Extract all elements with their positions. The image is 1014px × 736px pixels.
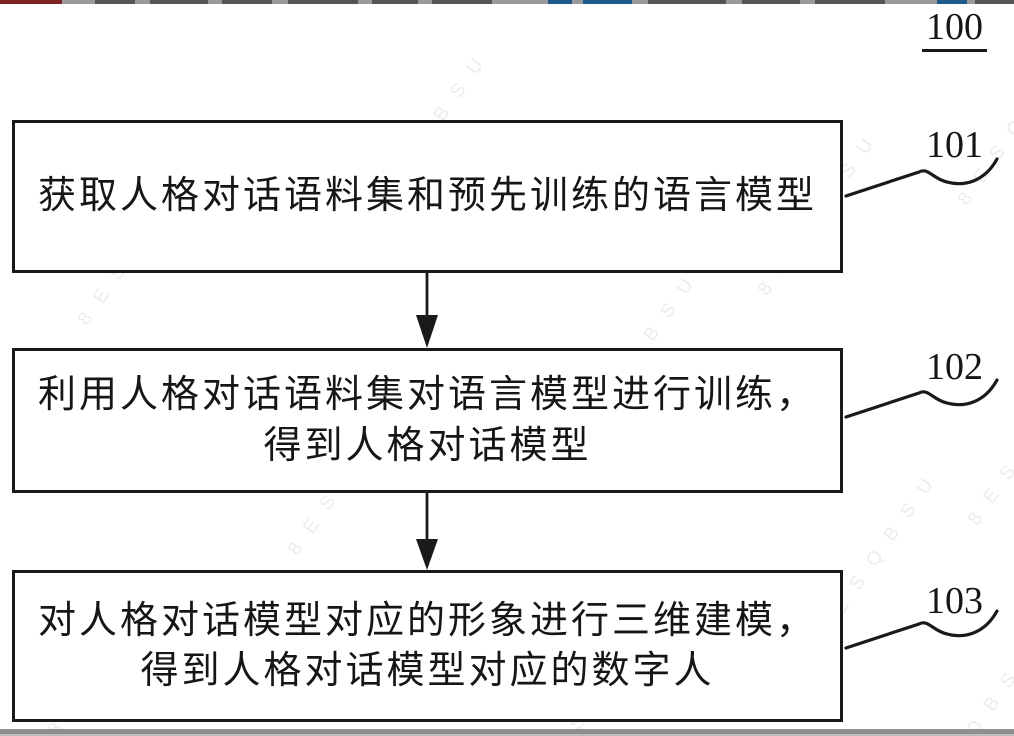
ref-label-101: 101 [926, 124, 983, 166]
strip-segment [742, 0, 800, 4]
bottom-cropped-bar [0, 729, 1014, 734]
leader-squiggle [844, 378, 999, 419]
strip-segment [975, 0, 1014, 4]
strip-segment [372, 0, 418, 4]
ref-label-103: 103 [926, 580, 983, 622]
bottom-cropped-bar-light [0, 734, 1014, 736]
leader-line-102 [844, 378, 999, 419]
strip-segment [548, 0, 572, 4]
strip-segment [150, 0, 208, 4]
strip-segment [432, 0, 492, 4]
strip-segment [815, 0, 885, 4]
strip-segment [937, 0, 967, 4]
strip-segment [222, 0, 272, 4]
down-arrow-1 [416, 272, 438, 348]
top-cropped-toolbar-strip [0, 0, 1014, 4]
figure-number: 100 [922, 8, 987, 52]
down-arrow-2 [416, 492, 438, 570]
leader-line-103 [844, 609, 999, 650]
flow-box-103-text-line1: 对人格对话模型对应的形象进行三维建模， [37, 599, 817, 642]
flow-box-102-text-line2: 得到人格对话模型 [263, 424, 592, 467]
flow-box-103: 对人格对话模型对应的形象进行三维建模， 得到人格对话模型对应的数字人 [12, 570, 843, 722]
strip-segment [583, 0, 632, 4]
arrow-head [416, 539, 438, 570]
strip-segment [648, 0, 726, 4]
leader-squiggle [844, 157, 999, 198]
strip-segment [288, 0, 358, 4]
strip-segment [95, 0, 135, 4]
arrow-head [416, 315, 438, 348]
flow-box-102: 利用人格对话语料集对语言模型进行训练， 得到人格对话模型 [12, 348, 843, 493]
ref-label-102: 102 [926, 346, 983, 388]
flow-box-101-text: 获取人格对话语料集和预先训练的语言模型 [37, 175, 817, 218]
leader-squiggle [844, 609, 999, 650]
flow-box-102-text-line1: 利用人格对话语料集对语言模型进行训练， [37, 374, 817, 417]
leader-line-101 [844, 157, 999, 198]
flow-box-103-text-line2: 得到人格对话模型对应的数字人 [140, 650, 715, 692]
flow-box-101: 获取人格对话语料集和预先训练的语言模型 [12, 120, 843, 273]
strip-segment [0, 0, 62, 4]
